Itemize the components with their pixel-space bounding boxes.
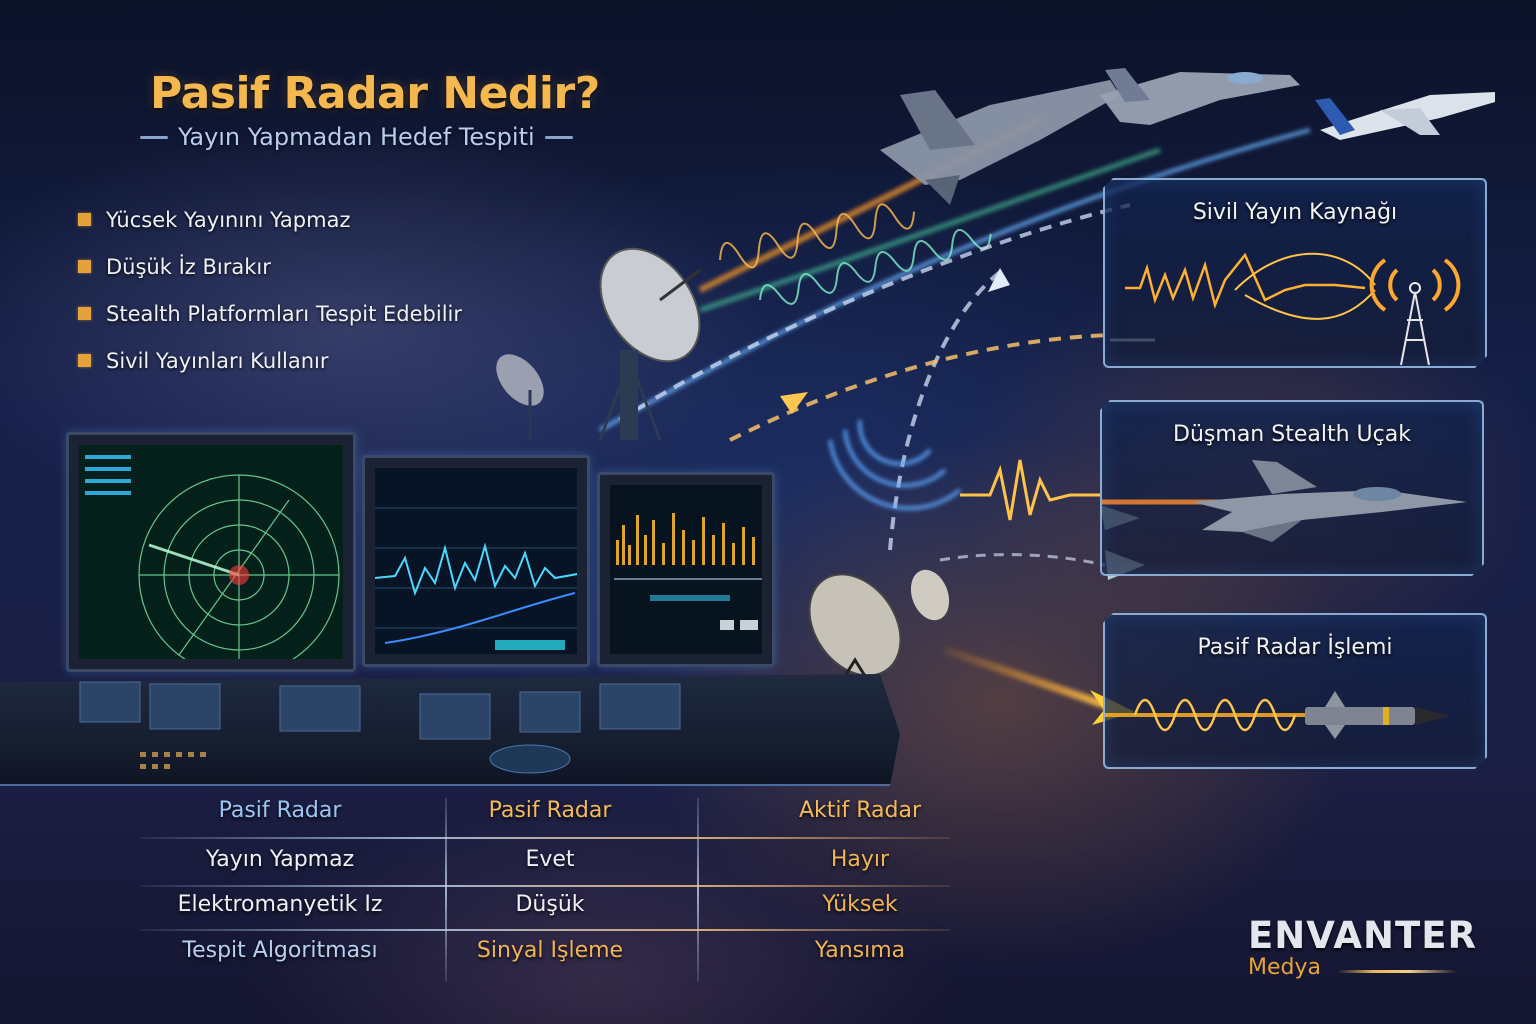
broadcast-tower-icon [1105,180,1489,370]
feature-label: Düşük İz Bırakır [106,254,271,279]
fighter-jet-1 [880,80,1120,205]
fighter-jet-2 [1100,68,1300,125]
subtitle-rule-left [140,135,168,139]
panel-title: Pasif Radar İşlemi [1197,635,1393,660]
table-divider-horizontal [140,929,950,931]
feature-item: Düşük İz Bırakır [78,243,548,290]
feature-label: Stealth Platformları Tespit Edebilir [106,301,462,326]
brand-underline [1336,970,1457,973]
table-cell-passive: Düşük [515,892,585,917]
radar-sweep-icon [85,455,340,659]
satellite-dish-top [598,247,701,441]
radar-screen [79,445,343,659]
subtitle-row: Yayın Yapmadan Hedef Tespiti [140,122,660,152]
table-header-cell: Pasif Radar [488,798,612,823]
bullet-square-icon [78,260,91,273]
console-controls-icon [79,681,681,774]
feature-item: Stealth Platformları Tespit Edebilir [78,290,548,337]
control-console [0,674,900,786]
table-divider-horizontal [140,837,950,839]
table-header-cell: Aktif Radar [798,798,922,823]
info-panel-stealth-aircraft: Düşman Stealth Uçak [1100,400,1484,576]
waveform-monitor [362,455,590,667]
bullet-square-icon [78,307,91,320]
comparison-table: Pasif Radar Pasif Radar Aktif Radar Yayı… [140,792,980,982]
table-cell-passive: Evet [525,847,575,872]
stealth-jet-icon [1102,402,1486,578]
info-panel-passive-radar-processing: Pasif Radar İşlemi [1103,613,1487,769]
feature-list: Yücsek Yayınını Yapmaz Düşük İz Bırakır … [78,196,548,384]
panel-title: Sivil Yayın Kaynağı [1192,200,1398,225]
radar-monitor [66,432,356,672]
table-header-cell: Pasif Radar [218,798,342,823]
spectrum-screen [610,485,762,654]
feature-label: Yücsek Yayınını Yapmaz [106,207,351,232]
feature-item: Sivil Yayınları Kullanır [78,337,548,384]
brand-logo: ENVANTER Medya [1248,914,1477,980]
table-cell-feature: Elektromanyetik Iz [177,892,383,917]
waveform-screen [375,468,577,654]
waveform-icon [375,507,577,650]
bullet-square-icon [78,354,91,367]
page-subtitle: Yayın Yapmadan Hedef Tespiti [178,123,535,151]
feature-label: Sivil Yayınları Kullanır [106,348,329,373]
table-cell-feature: Yayın Yapmaz [205,847,355,872]
missile-icon [1105,615,1489,771]
table-cell-passive: Sinyal Işleme [476,938,624,963]
panel-title: Düşman Stealth Uçak [1173,422,1411,447]
table-cell-active: Hayır [830,847,890,872]
bullet-square-icon [78,213,91,226]
brand-sub: Medya [1248,955,1321,980]
subtitle-rule-right [544,135,573,139]
table-cell-active: Yüksek [822,892,898,917]
feature-item: Yücsek Yayınını Yapmaz [78,196,548,243]
table-divider-horizontal [140,885,950,887]
brand-sub-row: Medya [1248,955,1477,980]
spectrum-bars-icon [614,513,762,630]
spectrum-monitor [597,472,775,667]
table-divider-vertical [697,798,699,982]
airliner [1315,92,1495,140]
page-title: Pasif Radar Nedir? [150,68,600,119]
info-panel-civil-broadcast: Sivil Yayın Kaynağı [1103,178,1487,368]
table-divider-vertical [445,798,447,982]
brand-name: ENVANTER [1248,914,1477,957]
table-cell-active: Yansıma [814,938,906,963]
table-cell-feature: Tespit Algoritması [182,938,378,963]
